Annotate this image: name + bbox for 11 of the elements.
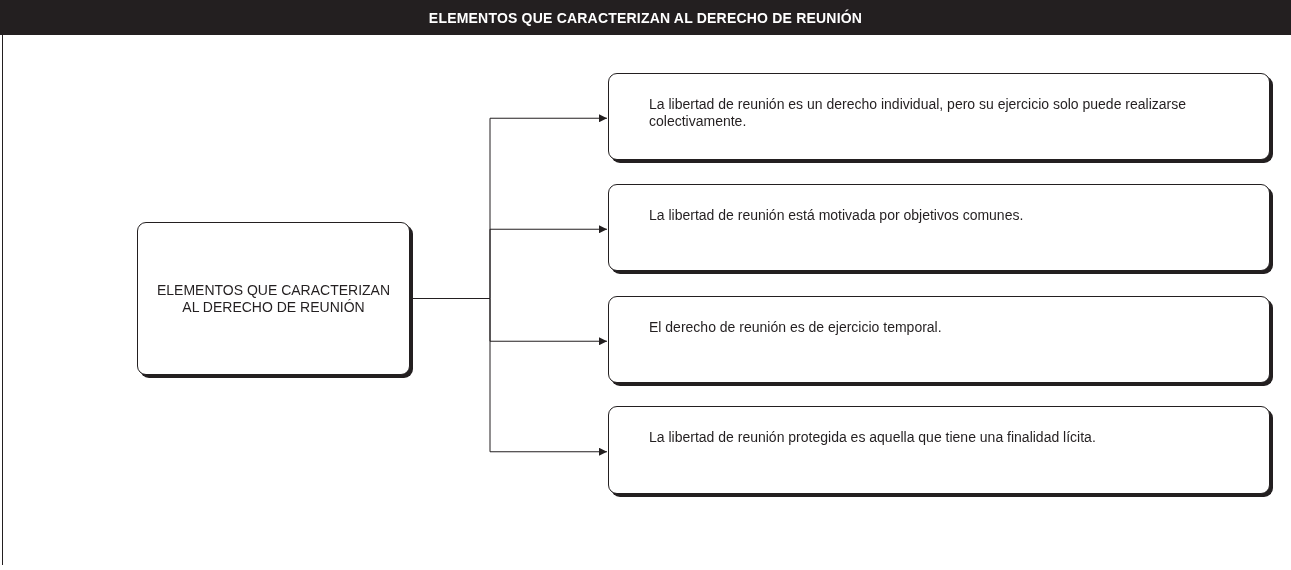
box-text: El derecho de reunión es de ejercicio temporal.: [649, 319, 942, 336]
rounded-box: [608, 73, 1270, 160]
rounded-box: [608, 296, 1270, 383]
rounded-box: [608, 184, 1270, 271]
box-text: ELEMENTOS QUE CARACTERIZAN AL DERECHO DE REUNIÓN: [155, 281, 392, 316]
box-text: La libertad de reunión protegida es aquella que tiene una finalidad lícita.: [649, 429, 1096, 446]
diagram-title: ELEMENTOS QUE CARACTERIZAN AL DERECHO DE REUNIÓN: [428, 9, 863, 26]
rounded-box: [608, 406, 1270, 494]
box-text: La libertad de reunión es un derecho individual, pero su ejercicio solo puede realizarse colectivamente.: [649, 96, 1187, 130]
rounded-box: [137, 222, 410, 375]
box-text: La libertad de reunión está motivada por objetivos comunes.: [649, 207, 1024, 224]
